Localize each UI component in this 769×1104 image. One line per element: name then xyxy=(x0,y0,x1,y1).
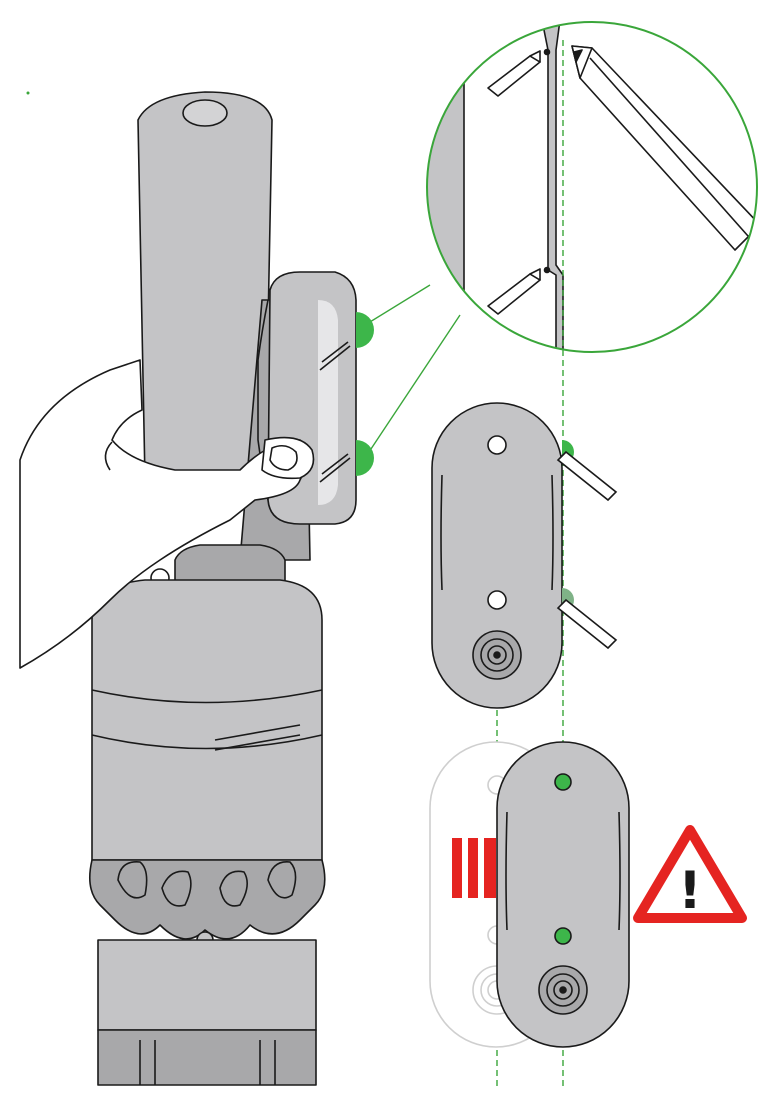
bracket-shift xyxy=(429,741,630,1048)
zoom-pencil-marks xyxy=(487,50,541,315)
warning-glyph: ! xyxy=(678,861,702,921)
warning-triangle-icon: ! xyxy=(633,825,747,923)
contact-markers xyxy=(356,312,374,476)
corner-dot xyxy=(26,91,30,95)
wall-bracket-marking xyxy=(431,402,618,709)
hand xyxy=(19,359,315,669)
bracket-pencil-marks xyxy=(319,341,351,483)
callout-lines xyxy=(364,284,461,459)
pencil-icon xyxy=(571,45,757,251)
zoom-callout xyxy=(426,21,758,353)
vacuum-handle xyxy=(89,91,357,1086)
